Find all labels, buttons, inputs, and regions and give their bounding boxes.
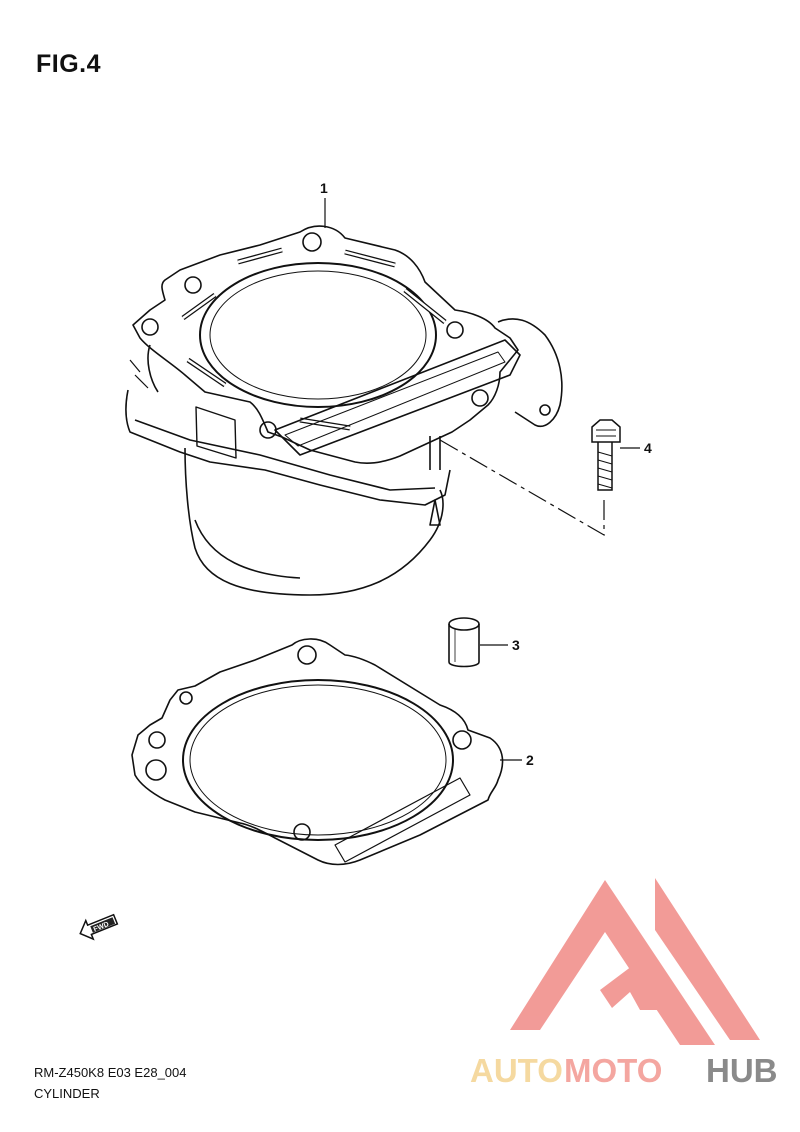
- cylinder-part[interactable]: [125, 225, 563, 596]
- callout-4: 4: [644, 440, 652, 456]
- callout-3: 3: [512, 637, 520, 653]
- svg-text:HUB: HUB: [706, 1052, 778, 1089]
- callout-1: 1: [320, 180, 328, 196]
- watermark-text: AUTO MOTO HUB: [470, 1052, 778, 1089]
- watermark-logo: [510, 878, 760, 1045]
- base-gasket-part[interactable]: [131, 638, 504, 866]
- bolt-leader-line: [439, 439, 605, 537]
- dowel-pin-part[interactable]: [448, 617, 480, 668]
- svg-text:AUTO: AUTO: [470, 1052, 563, 1089]
- fwd-arrow-icon: FWD: [79, 913, 119, 941]
- bolt-part[interactable]: [591, 419, 621, 491]
- diagram-code: RM-Z450K8 E03 E28_004: [34, 1065, 187, 1080]
- figure-title: FIG.4: [36, 50, 102, 78]
- svg-text:MOTO: MOTO: [564, 1052, 662, 1089]
- leader-lines: [324, 198, 640, 761]
- callout-2: 2: [526, 752, 534, 768]
- diagram-caption: CYLINDER: [34, 1086, 100, 1101]
